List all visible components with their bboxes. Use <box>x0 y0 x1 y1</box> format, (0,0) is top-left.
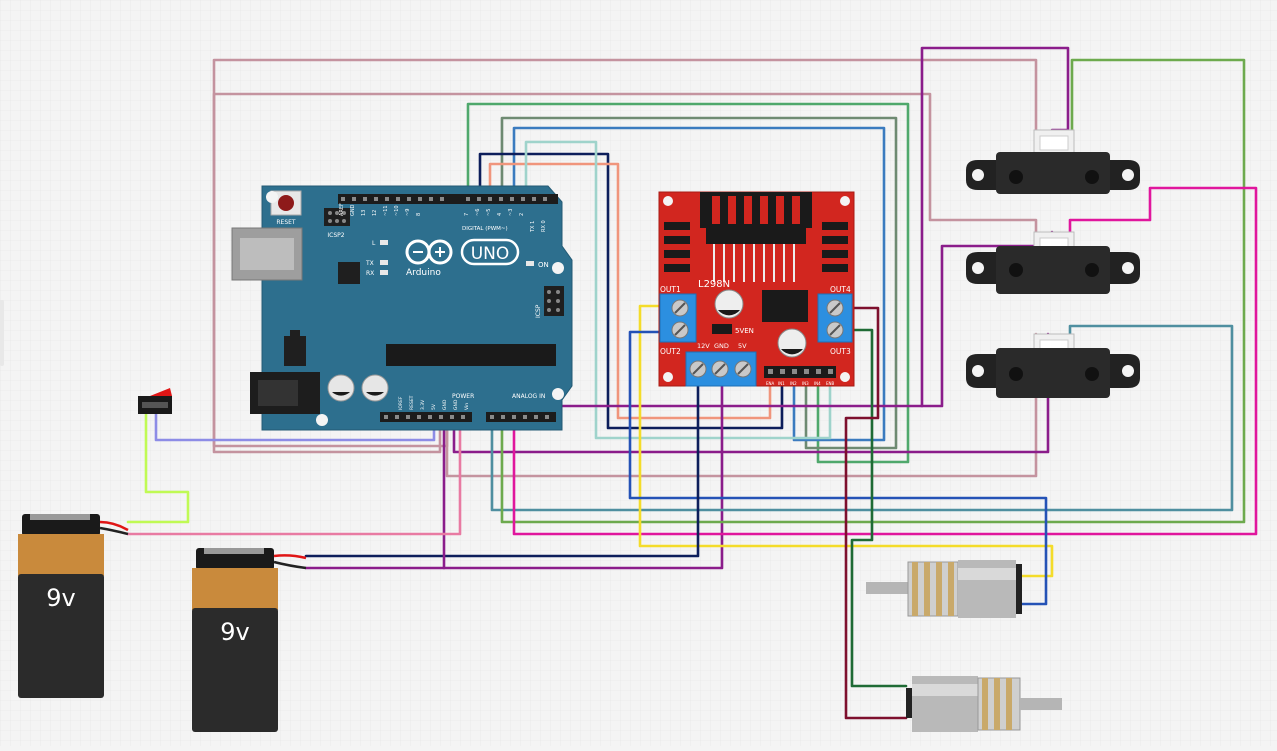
pin-label-2: 2 <box>519 213 525 216</box>
pin-label-10: ~10 <box>394 205 400 216</box>
pin-label-3: ~3 <box>508 209 514 216</box>
pin-label-gnd-2: GND <box>453 399 459 410</box>
pin-label-5: ~5 <box>486 209 492 216</box>
wire-rose-b[interactable] <box>212 92 1038 448</box>
out3-label: OUT3 <box>830 347 851 356</box>
gear-motor-2[interactable] <box>906 676 1062 732</box>
usb-chip <box>338 262 360 284</box>
v12-label: 12V <box>697 342 710 350</box>
capacitor-1 <box>327 374 355 402</box>
wire-lime-switch[interactable] <box>126 410 190 524</box>
ir-sensor-2[interactable] <box>966 231 1140 294</box>
capacitor-2 <box>361 374 389 402</box>
icsp2-header <box>324 208 350 226</box>
wire-navy[interactable] <box>478 152 784 430</box>
pin-label-11: ~11 <box>383 205 389 216</box>
pin-label-8: 8 <box>416 213 422 216</box>
pin-label-gnd: GND <box>350 204 356 216</box>
wire-teal-a0[interactable] <box>490 324 1234 512</box>
enable-jumper[interactable] <box>712 324 732 334</box>
wire-blue-motor1[interactable] <box>628 330 1048 606</box>
battery-2[interactable]: 9v <box>192 548 307 732</box>
brand-label: Arduino <box>406 268 441 278</box>
switch-toggle[interactable] <box>150 388 172 396</box>
scroll-handle[interactable] <box>0 300 4 366</box>
ir-sensor-3[interactable] <box>966 333 1140 398</box>
gnd-label: GND <box>714 342 729 350</box>
pin-label-3v3: 3.3V <box>420 399 426 410</box>
driver-model-label: L298N <box>698 279 730 290</box>
battery-1[interactable]: 9v <box>18 514 129 698</box>
pin-label-tx: TX 1 <box>530 221 536 233</box>
v5-label: 5V <box>738 342 747 350</box>
wire-green-motor2[interactable] <box>838 328 908 688</box>
pin-label-4: 4 <box>497 213 503 216</box>
pin-label-6: ~6 <box>475 209 481 216</box>
digital-header <box>338 194 558 204</box>
icsp-label: ICSP <box>535 304 542 318</box>
analog-label: ANALOG IN <box>512 393 545 400</box>
pin-label-reset: RESET <box>409 395 415 410</box>
wire-rose-c[interactable] <box>445 332 1038 478</box>
wire-pink-battery1[interactable] <box>126 416 462 536</box>
pin-in1: IN1 <box>778 381 785 386</box>
pin-label-ioref: IOREF <box>398 396 404 410</box>
out1-label: OUT1 <box>660 285 681 294</box>
out2-label: OUT2 <box>660 347 681 356</box>
wire-maroon-motor2[interactable] <box>838 306 908 720</box>
l-led-label: L <box>372 240 376 247</box>
terminal-power[interactable] <box>685 351 757 387</box>
gear-motor-1[interactable] <box>866 560 1022 618</box>
pin-label-5v: 5V <box>431 403 437 410</box>
wire-salmon[interactable] <box>488 162 772 420</box>
pin-in4: IN4 <box>814 381 821 386</box>
wire-navy-battery2[interactable] <box>304 378 700 558</box>
terminal-out3-out4[interactable] <box>817 293 853 343</box>
l298n-motor-driver[interactable]: L298N 5VEN OUT1 OUT2 OUT4 OUT3 <box>658 191 855 387</box>
pin-label-13: 13 <box>361 210 367 216</box>
battery-2-label: 9v <box>220 618 249 646</box>
pin-ena: ENA <box>766 381 775 386</box>
pin-label-vin: Vin <box>464 403 470 410</box>
atmega-chip <box>386 344 556 366</box>
pin-in3: IN3 <box>802 381 809 386</box>
power-header <box>380 412 472 422</box>
analog-header <box>486 412 556 422</box>
pin-label-12: 12 <box>372 210 378 216</box>
arduino-uno-board[interactable]: RESET ICSP2 AREF GND 13 12 ~11 ~10 ~9 8 … <box>231 185 573 431</box>
terminal-out1-out2[interactable] <box>659 293 697 343</box>
ir-sensor-1[interactable] <box>966 129 1140 194</box>
power-switch[interactable] <box>138 388 172 414</box>
wire-magenta-a2[interactable] <box>512 186 1258 536</box>
digital-label: DIGITAL (PWM~) <box>462 226 508 232</box>
model-label: UNO <box>471 244 510 264</box>
voltage-regulator <box>284 336 306 366</box>
enable-label: 5VEN <box>735 327 754 335</box>
on-led-label: ON <box>538 261 549 269</box>
pin-label-aref: AREF <box>339 203 345 216</box>
battery-1-label: 9v <box>46 584 75 612</box>
wire-green-a1[interactable] <box>500 58 1246 524</box>
wire-gray-green[interactable] <box>500 116 898 450</box>
input-header <box>764 366 836 378</box>
tx-led-label: TX <box>365 260 374 267</box>
pin-label-7: 7 <box>464 213 470 216</box>
wire-teal-light[interactable] <box>524 140 832 440</box>
pin-label-9: ~9 <box>405 209 411 216</box>
wire-blue[interactable] <box>512 126 886 442</box>
pin-enb: ENB <box>826 381 835 386</box>
regulator <box>762 290 808 322</box>
pin-in2: IN2 <box>790 381 797 386</box>
reset-label: RESET <box>276 219 296 226</box>
out4-label: OUT4 <box>830 285 851 294</box>
pin-label-gnd-1: GND <box>442 399 448 410</box>
pin-label-rx: RX 0 <box>541 220 547 232</box>
arduino-logo: UNO Arduino <box>405 238 520 278</box>
icsp2-label: ICSP2 <box>327 232 344 239</box>
power-label: POWER <box>452 393 474 400</box>
rx-led-label: RX <box>366 270 374 277</box>
